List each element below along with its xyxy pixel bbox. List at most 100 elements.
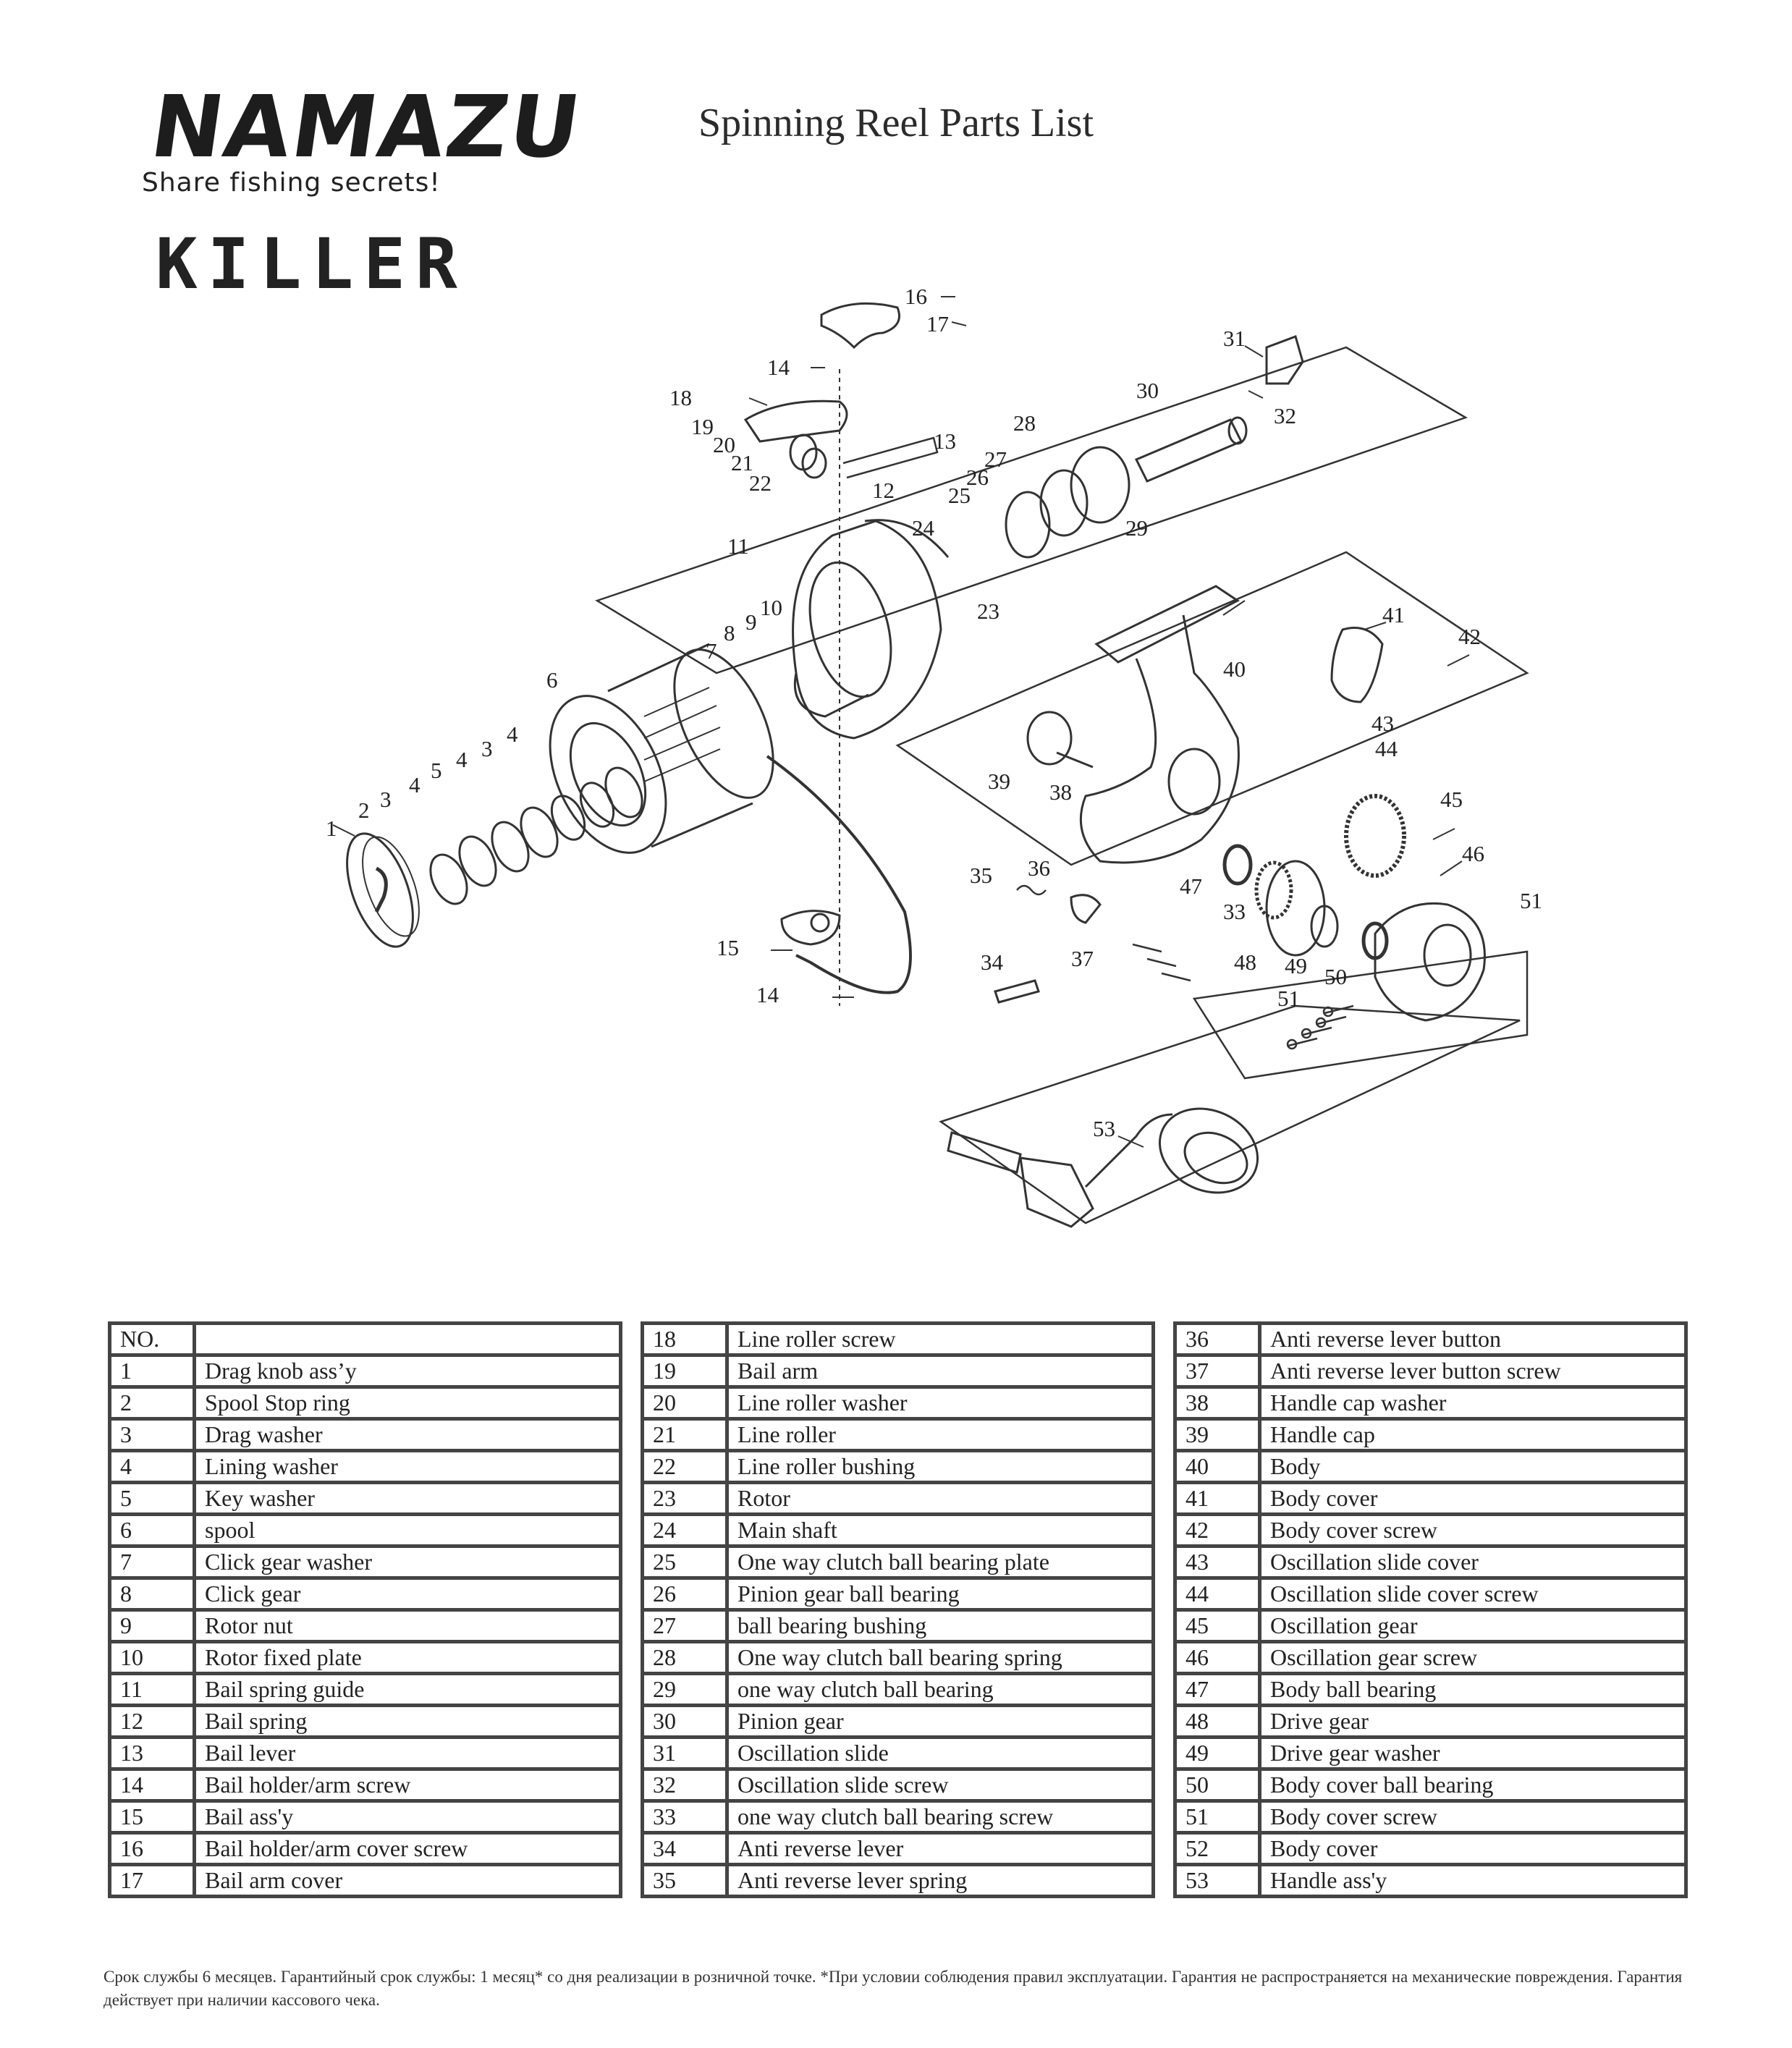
callout-51: 51 (1277, 986, 1300, 1011)
side-cover-drawing (1330, 627, 1384, 703)
part-name: Anti reverse lever (725, 1831, 1155, 1866)
part-number: 10 (108, 1640, 196, 1675)
part-name: Body cover (1258, 1831, 1688, 1866)
part-number: 2 (108, 1385, 196, 1421)
guide-frame-rotor (595, 346, 1468, 674)
part-number: 33 (641, 1799, 729, 1835)
body-drawing (1079, 585, 1240, 864)
brand-name: NAMAZU (145, 77, 588, 177)
callout-6: 6 (546, 667, 558, 693)
screws-drawing (1132, 943, 1354, 1050)
callout-53: 53 (1093, 1116, 1115, 1141)
washer-drawing (458, 835, 497, 887)
callout-4b: 4 (456, 747, 468, 772)
part-name: Drag knob ass’y (193, 1353, 622, 1389)
callout-7: 7 (706, 638, 717, 664)
warranty-note: Срок службы 6 месяцев. Гарантийный срок … (103, 1968, 1683, 2009)
part-number: 25 (641, 1544, 729, 1580)
part-number: 46 (1173, 1640, 1261, 1675)
part-number: 18 (641, 1321, 729, 1357)
callout-29: 29 (1125, 515, 1148, 541)
part-number: 16 (108, 1831, 196, 1866)
callout-31: 31 (1223, 326, 1246, 351)
part-number: 7 (108, 1544, 196, 1580)
callout-2: 2 (358, 797, 370, 823)
part-name: Line roller (725, 1417, 1155, 1452)
anti-reverse-spring-drawing (1016, 884, 1047, 896)
part-number: 49 (1173, 1735, 1261, 1771)
part-name: one way clutch ball bearing (725, 1672, 1155, 1707)
header-name (193, 1321, 622, 1357)
callout-15: 15 (717, 935, 739, 960)
part-number: 23 (641, 1481, 729, 1516)
callout-32: 32 (1274, 403, 1296, 428)
part-name: Anti reverse lever button (1258, 1321, 1688, 1357)
callout-37: 37 (1071, 946, 1094, 971)
part-number: 41 (1173, 1481, 1261, 1516)
part-name: Body cover (1258, 1481, 1688, 1516)
anti-reverse-button-drawing (1070, 894, 1102, 924)
guide-frame-handle (939, 1004, 1521, 1224)
callout-16: 16 (905, 284, 927, 309)
part-name: Body (1258, 1449, 1688, 1484)
part-name: Oscillation slide screw (725, 1767, 1155, 1803)
bearing-drawing (1222, 844, 1253, 886)
part-number: 50 (1173, 1767, 1261, 1803)
callout-23: 23 (977, 598, 999, 624)
part-number: 5 (108, 1481, 196, 1516)
part-number: 20 (641, 1385, 729, 1421)
callout-27: 27 (984, 447, 1007, 472)
part-number: 21 (641, 1417, 729, 1452)
part-number: 47 (1173, 1672, 1261, 1707)
part-number: 31 (641, 1735, 729, 1771)
part-number: 14 (108, 1767, 196, 1803)
part-number: 38 (1173, 1385, 1261, 1421)
callout-10: 10 (760, 595, 782, 620)
part-number: 39 (1173, 1417, 1261, 1452)
part-number: 40 (1173, 1449, 1261, 1484)
part-number: 37 (1173, 1353, 1261, 1389)
part-name: Key washer (193, 1481, 622, 1516)
part-number: 22 (641, 1449, 729, 1484)
callout-14b: 14 (756, 982, 779, 1007)
part-name: Rotor fixed plate (193, 1640, 622, 1675)
callout-45: 45 (1440, 787, 1463, 812)
bail-arm-cover-drawing (820, 302, 900, 350)
part-name: Body cover ball bearing (1258, 1767, 1688, 1803)
washer-drawing (429, 853, 468, 905)
table-header-row: NO. (108, 1321, 622, 1357)
brand-logo: NAMAZU Share fishing secrets! (138, 77, 588, 210)
part-number: 24 (641, 1512, 729, 1548)
callout-4c: 4 (507, 722, 518, 747)
drive-gear-drawing (1254, 860, 1326, 957)
part-number: 44 (1173, 1576, 1261, 1612)
part-name: Main shaft (725, 1512, 1155, 1548)
part-name: Bail holder/arm screw (193, 1767, 622, 1803)
part-number: 12 (108, 1704, 196, 1739)
bail-lever-drawing (842, 436, 939, 479)
part-name: Oscillation gear (1258, 1608, 1688, 1643)
callout-46: 46 (1462, 841, 1484, 866)
callout-40: 40 (1223, 656, 1246, 682)
part-name: Rotor nut (193, 1608, 622, 1643)
callout-9: 9 (745, 609, 757, 635)
part-number: 35 (641, 1863, 729, 1898)
part-name: Pinion gear ball bearing (725, 1576, 1155, 1612)
callout-26: 26 (966, 465, 989, 490)
